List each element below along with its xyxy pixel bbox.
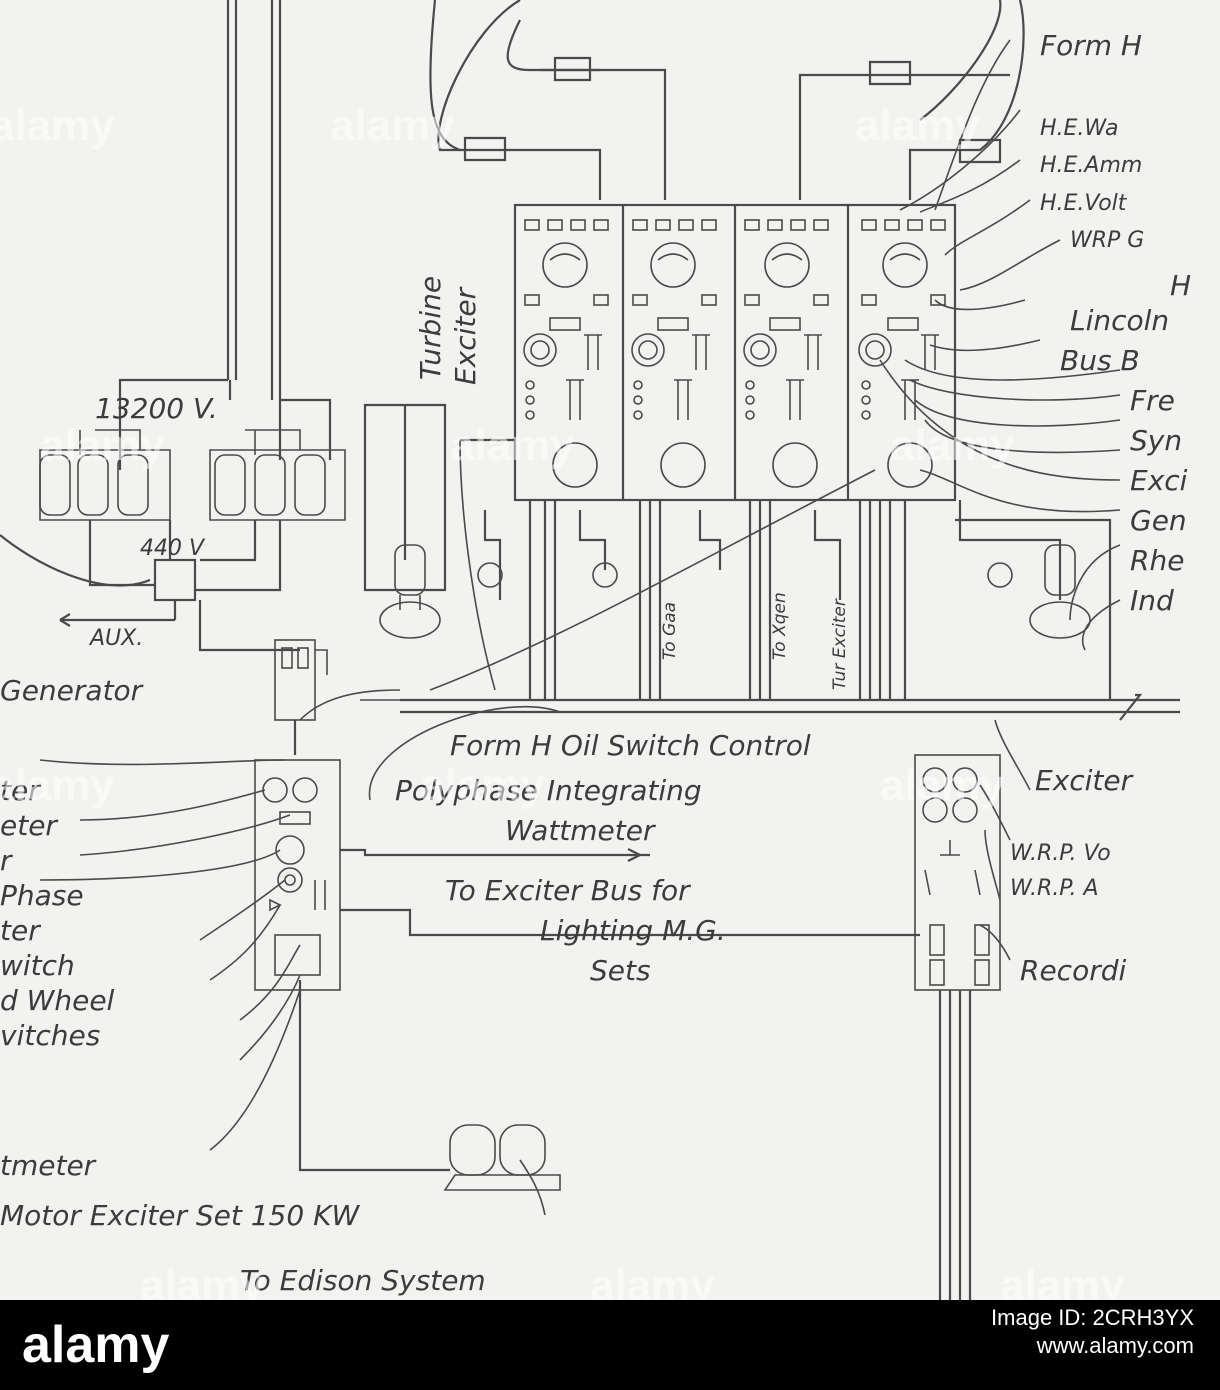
label-aux: AUX. xyxy=(88,626,143,651)
label-440v: 440 V xyxy=(140,536,206,561)
svg-text:alamy: alamy xyxy=(140,1261,265,1300)
label-he-voltmeter: H.E.Volt xyxy=(1040,191,1128,216)
label-h: H xyxy=(1170,269,1191,302)
label-wattmeter-left: tmeter xyxy=(0,1149,97,1182)
label-wrp-g: WRP G xyxy=(1070,228,1144,253)
wiring-diagram: Form H H.E.Wa H.E.Amm H.E.Volt WRP G H L… xyxy=(0,0,1191,1300)
label-feeder-c: Tur Exciter xyxy=(830,598,850,690)
label-feeder-a: To Gaa xyxy=(660,602,680,660)
svg-text:alamy: alamy xyxy=(40,421,165,470)
label-wrp-amm: W.R.P. A xyxy=(1010,876,1099,901)
label-rhe: Rhe xyxy=(1130,544,1184,577)
label-13200v: 13200 V. xyxy=(95,392,218,425)
label-syn: Syn xyxy=(1130,424,1182,457)
image-id: Image ID: 2CRH3YX xyxy=(991,1305,1194,1330)
watermark: alamy alamy alamy alamy alamy alamy alam… xyxy=(0,101,1125,1300)
svg-text:alamy: alamy xyxy=(0,101,115,150)
label-turbine: Turbine xyxy=(414,276,447,380)
motor-exciter-set xyxy=(443,1124,561,1191)
label-fre: Fre xyxy=(1130,384,1175,417)
label-lincoln: Lincoln xyxy=(1070,304,1169,337)
footer-bar: alamy Image ID: 2CRH3YX www.alamy.com xyxy=(0,1300,1220,1390)
svg-text:alamy: alamy xyxy=(450,421,575,470)
svg-text:alamy: alamy xyxy=(420,761,545,810)
label-integrating-2: Wattmeter xyxy=(505,814,656,847)
label-r: r xyxy=(0,844,13,877)
label-ter-1: ter xyxy=(0,774,41,807)
image-info: Image ID: 2CRH3YX www.alamy.com xyxy=(991,1304,1194,1360)
svg-text:alamy: alamy xyxy=(855,101,980,150)
label-recording: Recordi xyxy=(1020,954,1126,987)
svg-text:alamy: alamy xyxy=(1000,1261,1125,1300)
label-edison-system: To Edison System xyxy=(240,1264,486,1297)
label-exciter: Exciter xyxy=(1035,764,1134,797)
label-he-wattmeter: H.E.Wa xyxy=(1040,116,1118,141)
svg-text:alamy: alamy xyxy=(890,421,1015,470)
label-form-h: Form H xyxy=(1040,29,1142,62)
label-ind: Ind xyxy=(1130,584,1174,617)
label-hand-wheel: d Wheel xyxy=(0,984,115,1017)
label-integrating-1: Polyphase Integrating xyxy=(395,774,702,807)
label-motor-exciter-set: Motor Exciter Set 150 KW xyxy=(0,1199,360,1232)
transformer-bank xyxy=(39,429,346,521)
label-to-exciter-bus-3: Sets xyxy=(590,954,651,987)
label-switch: witch xyxy=(0,949,75,982)
svg-text:alamy: alamy xyxy=(330,101,455,150)
svg-text:alamy: alamy xyxy=(0,761,115,810)
label-to-exciter-bus-1: To Exciter Bus for xyxy=(445,874,691,907)
exciter-panel xyxy=(914,754,1001,991)
switchboard xyxy=(513,203,957,502)
label-generator: Generator xyxy=(0,674,144,707)
label-bus-b: Bus B xyxy=(1060,344,1140,377)
svg-text:alamy: alamy xyxy=(880,761,1005,810)
label-exciter-vertical: Exciter xyxy=(449,286,482,385)
site-url: www.alamy.com xyxy=(1036,1333,1194,1358)
brand-logo: alamy xyxy=(22,1316,170,1374)
label-ter-3: ter xyxy=(0,914,41,947)
label-feeder-b: To Xqen xyxy=(770,592,790,660)
svg-text:alamy: alamy xyxy=(590,1261,715,1300)
label-oil-switch-control: Form H Oil Switch Control xyxy=(450,729,811,762)
label-switches: vitches xyxy=(0,1019,100,1052)
label-gen: Gen xyxy=(1130,504,1187,537)
label-wrp-volt: W.R.P. Vo xyxy=(1010,841,1111,866)
label-ter-2: eter xyxy=(0,809,58,842)
generator-panel xyxy=(254,759,341,991)
label-exci: Exci xyxy=(1130,464,1188,497)
label-he-ammeter: H.E.Amm xyxy=(1040,153,1142,178)
label-to-exciter-bus-2: Lighting M.G. xyxy=(540,914,726,947)
label-phase: Phase xyxy=(0,879,84,912)
